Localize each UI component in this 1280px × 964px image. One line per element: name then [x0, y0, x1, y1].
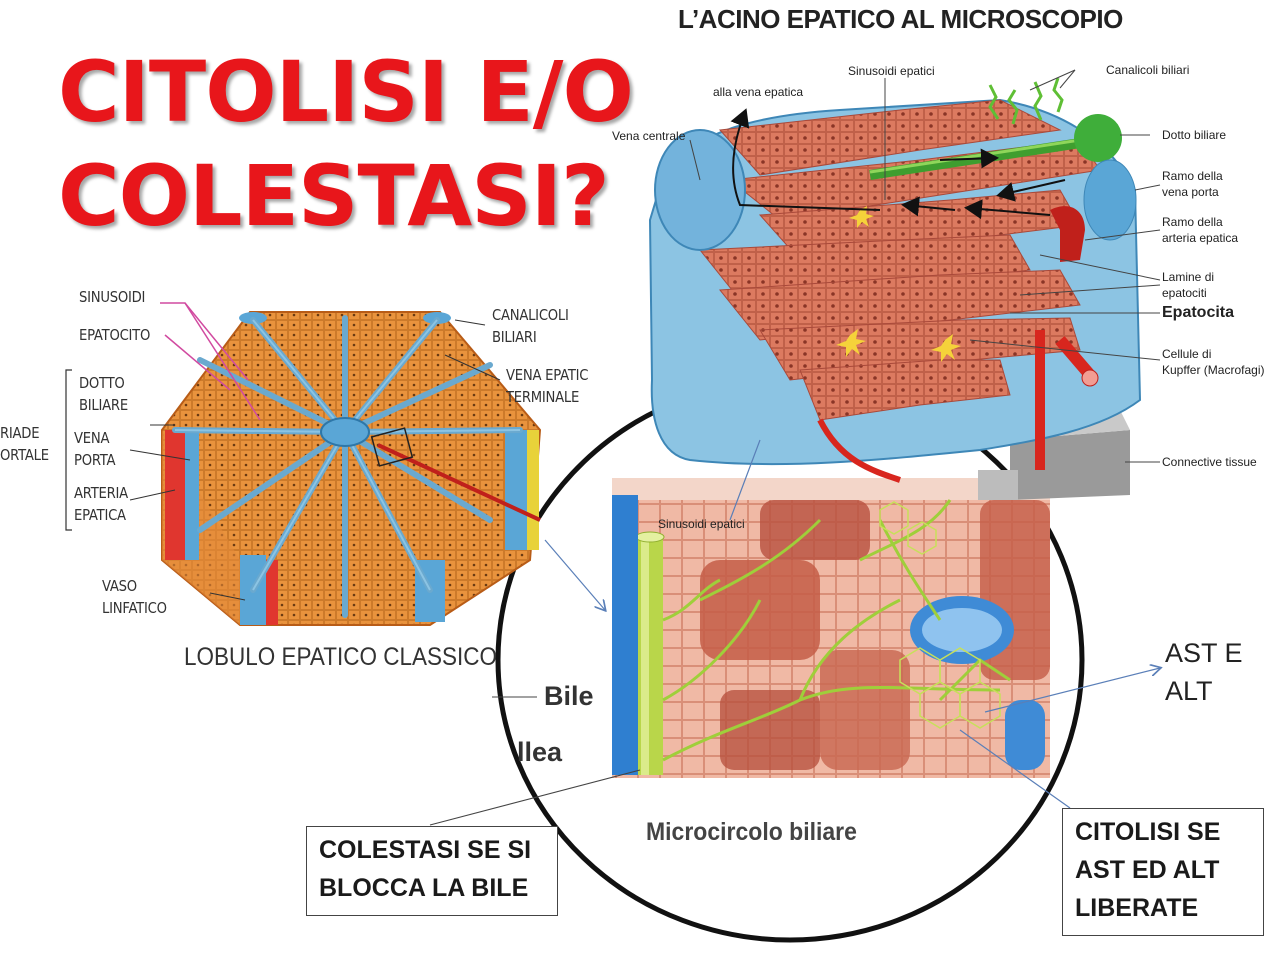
label-vaso-linfatico: VASO LINFATICO [102, 577, 167, 617]
box-citolisi: CITOLISI SE AST ED ALT LIBERATE [1062, 808, 1264, 936]
label-llea: llea [517, 737, 563, 767]
acino-title: L’ACINO EPATICO AL MICROSCOPIO [678, 4, 1123, 34]
label-canalicoli-biliari: Canalicoli biliari [1106, 63, 1190, 77]
label-canalicoli-biliari-lobulo: CANALICOLI BILIARI [492, 306, 569, 346]
label-triade-portale: RIADE ORTALE [0, 424, 49, 464]
label-connective-tissue: Connective tissue [1162, 455, 1257, 469]
label-vena-centrale: Vena centrale [612, 129, 686, 143]
slide-title: CITOLISI E/O COLESTASI? [58, 40, 658, 248]
slide-title-line2: COLESTASI? [58, 147, 610, 245]
caption-microcircolo-biliare: Microcircolo biliare [646, 818, 857, 846]
label-dotto-biliare: Dotto biliare [1162, 128, 1227, 142]
microcircolo-image [612, 478, 1050, 778]
caption-lobulo-epatico: LOBULO EPATICO CLASSICO [184, 643, 498, 671]
label-sinusoidi-epatici-bottom: Sinusoidi epatici [658, 517, 745, 531]
label-sinusoidi: SINUSOIDI [79, 288, 146, 306]
label-cellule-kupffer: Cellule di Kupffer (Macrofagi) [1162, 347, 1265, 377]
label-vena-porta-lobulo: VENA PORTA [74, 429, 116, 469]
label-ast-alt: AST E ALT [1165, 638, 1243, 706]
label-vena-epatica-terminale: VENA EPATIC TERMINALE [506, 366, 589, 406]
label-ramo-vena-porta: Ramo della vena porta [1162, 169, 1223, 199]
label-arteria-epatica-lobulo: ARTERIA EPATICA [74, 484, 128, 524]
label-lamine-epatociti: Lamine di epatociti [1162, 270, 1215, 300]
lobulo-to-micro-arrow [544, 539, 605, 610]
box-colestasi: COLESTASI SE SI BLOCCA LA BILE [306, 826, 558, 916]
label-dotto-biliare-lobulo: DOTTO BILIARE [79, 374, 128, 414]
label-epatocita: Epatocita [1162, 304, 1235, 321]
label-alla-vena-epatica: alla vena epatica [713, 85, 804, 99]
lobulo-image [65, 302, 542, 626]
label-ramo-arteria-epatica: Ramo della arteria epatica [1162, 215, 1239, 245]
label-epatocito: EPATOCITO [79, 326, 151, 344]
ast-alt-arrow [984, 668, 1160, 713]
label-bile: Bile [544, 681, 594, 711]
label-sinusoidi-epatici: Sinusoidi epatici [848, 64, 935, 78]
slide-title-line1: CITOLISI E/O [58, 43, 634, 141]
acino-image [648, 77, 1142, 500]
